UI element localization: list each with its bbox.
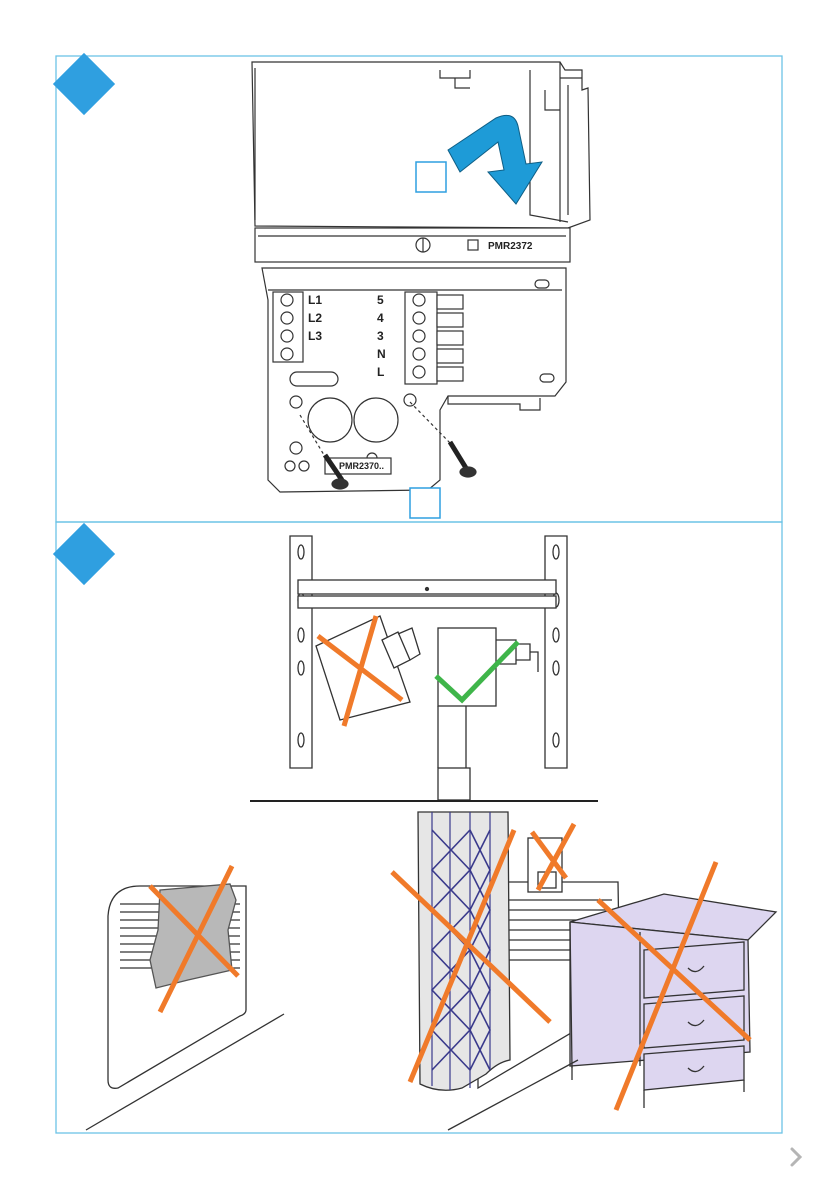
dresser — [570, 894, 776, 1108]
terminal-label-4: 4 — [377, 311, 384, 325]
callout-box-top — [416, 162, 446, 192]
callout-box-bottom — [410, 488, 440, 518]
terminal-label-l1: L1 — [308, 293, 322, 307]
cover-lid — [252, 62, 590, 228]
obstructed-heater-illustration — [418, 812, 776, 1130]
terminal-label-l3: L3 — [308, 329, 322, 343]
terminal-label-3: 3 — [377, 329, 384, 343]
mounting-frame-illustration — [290, 536, 567, 800]
terminal-label-l2: L2 — [308, 311, 322, 325]
box-label: PMR2370.. — [339, 461, 384, 471]
model-label: PMR2372 — [488, 241, 533, 252]
left-terminal-labels: L1 L2 L3 — [308, 293, 322, 343]
step-1-marker — [53, 53, 115, 115]
thermostat-unit-illustration — [252, 62, 590, 492]
terminal-label-5: 5 — [377, 293, 384, 307]
chevron-right-icon[interactable] — [792, 1149, 800, 1165]
terminal-label-n: N — [377, 347, 386, 361]
terminal-label-l: L — [377, 365, 384, 379]
step-2-marker — [53, 523, 115, 585]
